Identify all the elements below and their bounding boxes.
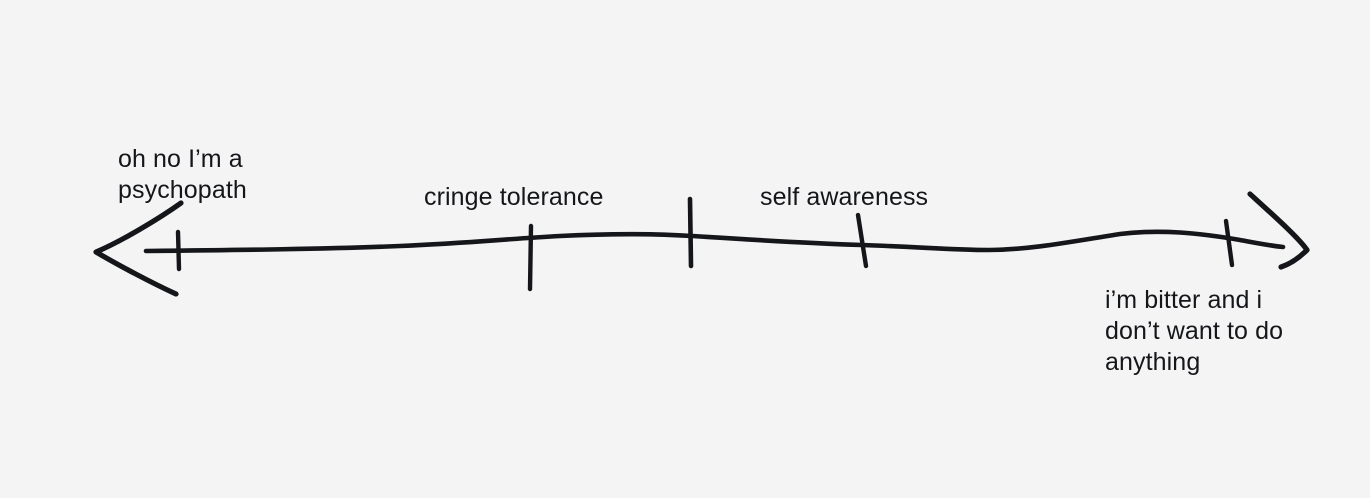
label-left-end: oh no I’m a psychopath xyxy=(118,145,247,204)
tick-mark-icon xyxy=(855,212,869,269)
arrow-right-icon xyxy=(1247,191,1310,270)
arrow-left-icon xyxy=(93,200,184,297)
label-cringe-tolerance: cringe tolerance xyxy=(424,183,604,211)
label-self-awareness: self awareness xyxy=(760,183,929,211)
tick-mark-icon xyxy=(1223,218,1235,268)
tick-mark-icon xyxy=(687,196,694,269)
label-right-end: i’m bitter and i don’t want to do anythi… xyxy=(1105,286,1284,376)
tick-mark-icon xyxy=(175,229,182,272)
tick-marks-group xyxy=(175,196,1235,292)
tick-mark-icon xyxy=(527,223,534,292)
spectrum-line xyxy=(143,229,1286,254)
